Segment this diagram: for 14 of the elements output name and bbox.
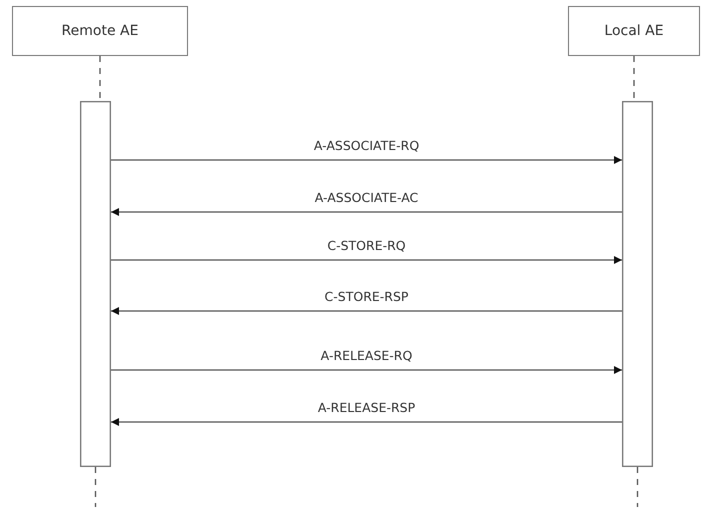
participant-box: Local AE [568,6,700,56]
message-arrow [111,256,622,264]
message-arrow [111,156,622,164]
activation-bar [622,101,653,467]
message-arrow [111,208,622,216]
lifeline [633,56,635,101]
lifeline [99,56,101,101]
lifeline [636,467,638,507]
message-arrow [111,307,622,315]
participant-box: Remote AE [12,6,188,56]
message-arrow [111,418,622,426]
lifeline [94,467,96,507]
activation-bar [80,101,111,467]
message-arrow [111,366,622,374]
